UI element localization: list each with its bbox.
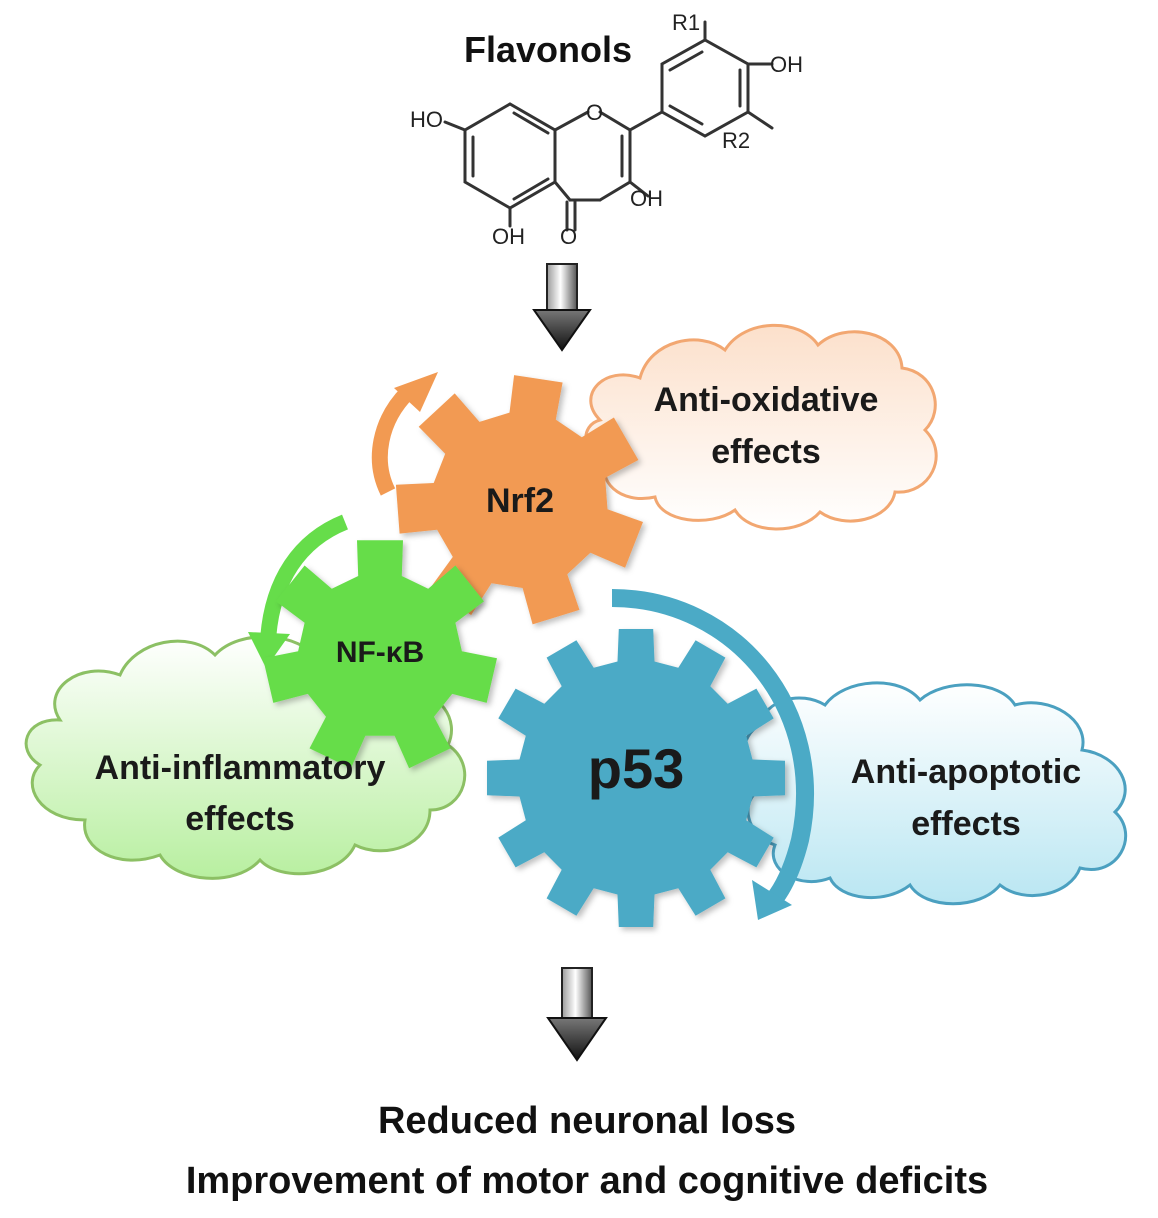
p53-label: p53 — [588, 737, 685, 800]
curved-arrow-orange — [371, 372, 438, 496]
anti-oxidative-label-line2: effects — [711, 433, 821, 471]
anti-oxidative-label-line1: Anti-oxidative — [654, 381, 879, 419]
gear-nfkb — [263, 540, 497, 769]
ho-a-ring-label: HO — [410, 107, 443, 132]
curved-arrow-green — [248, 514, 349, 668]
anti-inflammatory-label-line2: effects — [185, 800, 295, 838]
ring-oxygen-label: O — [586, 100, 603, 125]
cloud-anti-apoptotic — [741, 681, 1127, 906]
diagram-title: Flavonols — [464, 29, 632, 70]
oh-c-ring-label: OH — [630, 186, 663, 211]
outcome-line-1: Reduced neuronal loss — [378, 1100, 796, 1142]
oh-a5-label: OH — [492, 224, 525, 249]
gear-nrf2-body — [395, 375, 643, 625]
curved-arrow-blue — [611, 589, 814, 920]
anti-apoptotic-label-line2: effects — [911, 805, 1021, 843]
gear-p53-body — [487, 629, 785, 927]
down-arrow-bottom — [546, 967, 608, 1062]
r1-label: R1 — [672, 10, 700, 35]
down-arrow-top — [532, 263, 592, 352]
anti-inflammatory-label-line1: Anti-inflammatory — [95, 749, 386, 787]
cloud-anti-oxidative — [584, 323, 938, 531]
gear-nrf2 — [395, 375, 643, 625]
outcome-line-2: Improvement of motor and cognitive defic… — [186, 1160, 988, 1202]
gear-nfkb-body — [263, 540, 497, 769]
oh-b-ring-label: OH — [770, 52, 803, 77]
carbonyl-oxygen-label: O — [560, 224, 577, 249]
anti-apoptotic-label-line1: Anti-apoptotic — [851, 753, 1081, 791]
gear-p53 — [487, 629, 785, 927]
flavonol-structure — [443, 20, 774, 232]
flavonol-atom-labels: R1 OH R2 HO O OH OH O — [410, 10, 803, 249]
nrf2-label: Nrf2 — [486, 482, 554, 520]
r2-label: R2 — [722, 128, 750, 153]
nfkb-label: NF-κB — [336, 636, 424, 669]
